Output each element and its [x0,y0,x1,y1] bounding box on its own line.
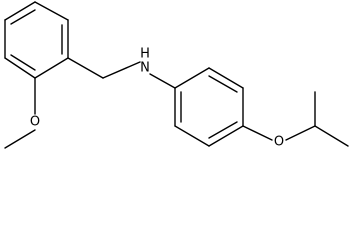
double-bond [208,75,238,93]
double-bond [10,54,36,71]
isopropoxy-oxygen-label: O [274,135,284,150]
bond [34,1,69,21]
bond [208,67,244,89]
amine-hydrogen-label: H [140,47,150,62]
atom-labels: H N O O [30,47,284,150]
bond [4,57,36,79]
double-bond [208,121,238,139]
bond [285,125,316,141]
bond [314,125,349,147]
amine-nitrogen-label: N [140,61,150,76]
methoxy-oxygen-label: O [30,115,40,130]
bond-lines [4,1,349,149]
double-bond [10,9,36,25]
bond [67,57,104,79]
bond [174,125,210,147]
bond [242,125,273,141]
molecule-structure: H N O O [4,1,349,150]
bond [102,61,141,79]
bond [208,125,244,147]
bond [174,67,210,89]
bond [34,57,69,79]
bond [4,1,36,21]
bond [4,129,36,149]
bond [149,73,176,89]
